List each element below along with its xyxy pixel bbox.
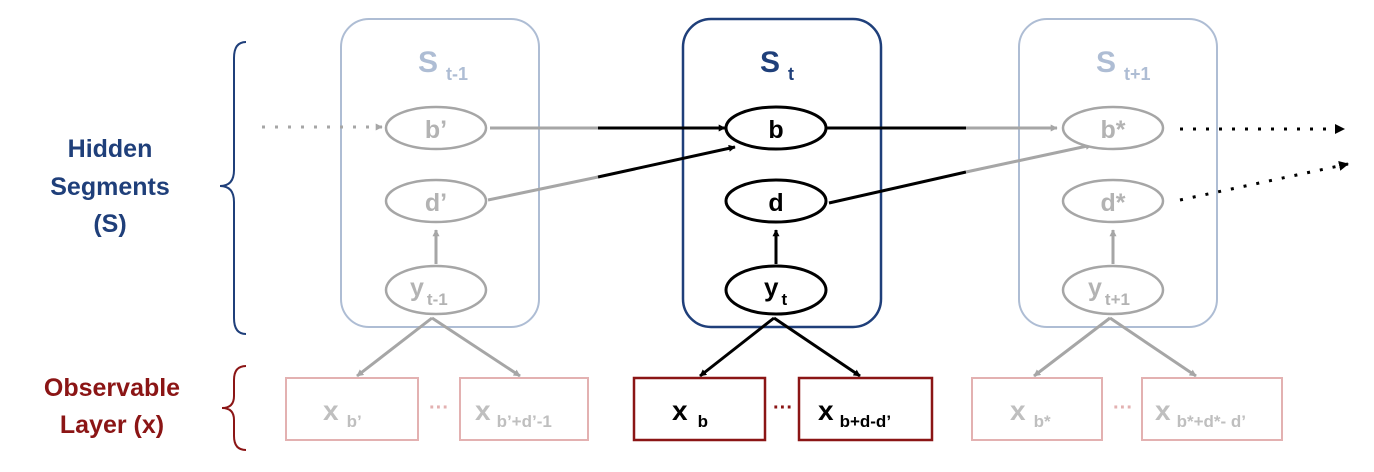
node-b-next: b* xyxy=(1061,105,1165,151)
svg-text:xb+d-d’: xb+d-d’ xyxy=(818,395,891,431)
observable-label-line-2: Layer (x) xyxy=(60,411,164,439)
node-d-next: d* xyxy=(1061,178,1165,224)
hidden-label-line-3: (S) xyxy=(93,210,126,238)
segment-box-curr xyxy=(681,17,883,329)
edge-y-to-xleft-curr xyxy=(699,316,775,378)
node-d-prev: d’ xyxy=(384,178,488,224)
obs-ellipsis-curr: ··· xyxy=(773,397,793,419)
svg-text:yt: yt xyxy=(764,272,787,309)
svg-text:xb*+d*- d’: xb*+d*- d’ xyxy=(1155,395,1246,431)
svg-text:xb’: xb’ xyxy=(323,395,362,431)
svg-text:yt+1: yt+1 xyxy=(1088,274,1130,309)
svg-text:xb’+d’-1: xb’+d’-1 xyxy=(475,395,552,431)
hidden-label-line-1: Hidden xyxy=(68,135,153,163)
observable-layer-label: Observable Layer (x) xyxy=(44,374,180,439)
hidden-brace xyxy=(219,41,247,335)
edge-y-to-xright-next xyxy=(1109,316,1197,378)
edge-d-to-bnext xyxy=(828,170,967,205)
edge-y-to-xright-prev xyxy=(431,316,521,378)
hidden-segments-label: Hidden Segments (S) xyxy=(50,135,169,238)
observable-brace xyxy=(221,365,247,451)
svg-text:yt-1: yt-1 xyxy=(410,274,448,309)
svg-text:xb: xb xyxy=(672,395,708,431)
outgoing-dotted-edge-d xyxy=(1179,160,1349,202)
segment-box-next xyxy=(1018,18,1218,328)
obs-ellipsis-prev: ··· xyxy=(429,397,449,419)
edge-dprev-to-b xyxy=(597,144,736,179)
node-b-prev: b’ xyxy=(384,105,488,151)
edge-dprev-to-b-faded xyxy=(487,175,599,202)
svg-text:d’: d’ xyxy=(425,189,447,217)
node-b-curr: b xyxy=(724,105,828,151)
obs-ellipsis-next: ··· xyxy=(1113,397,1133,419)
svg-text:xb*: xb* xyxy=(1010,395,1051,431)
svg-text:d: d xyxy=(768,189,783,217)
svg-text:b: b xyxy=(768,116,783,144)
svg-text:b’: b’ xyxy=(425,116,447,144)
edge-d-to-bnext-faded xyxy=(965,142,1093,174)
segment-box-prev xyxy=(340,18,540,328)
svg-text:d*: d* xyxy=(1101,189,1126,217)
edge-y-to-xleft-next xyxy=(1033,316,1111,378)
edge-y-to-xright-curr xyxy=(773,316,861,378)
observable-label-line-1: Observable xyxy=(44,374,180,402)
node-d-curr: d xyxy=(724,178,828,224)
hidden-label-line-2: Segments xyxy=(50,173,169,201)
svg-text:b*: b* xyxy=(1101,116,1126,144)
edge-y-to-xleft-prev xyxy=(356,316,433,378)
